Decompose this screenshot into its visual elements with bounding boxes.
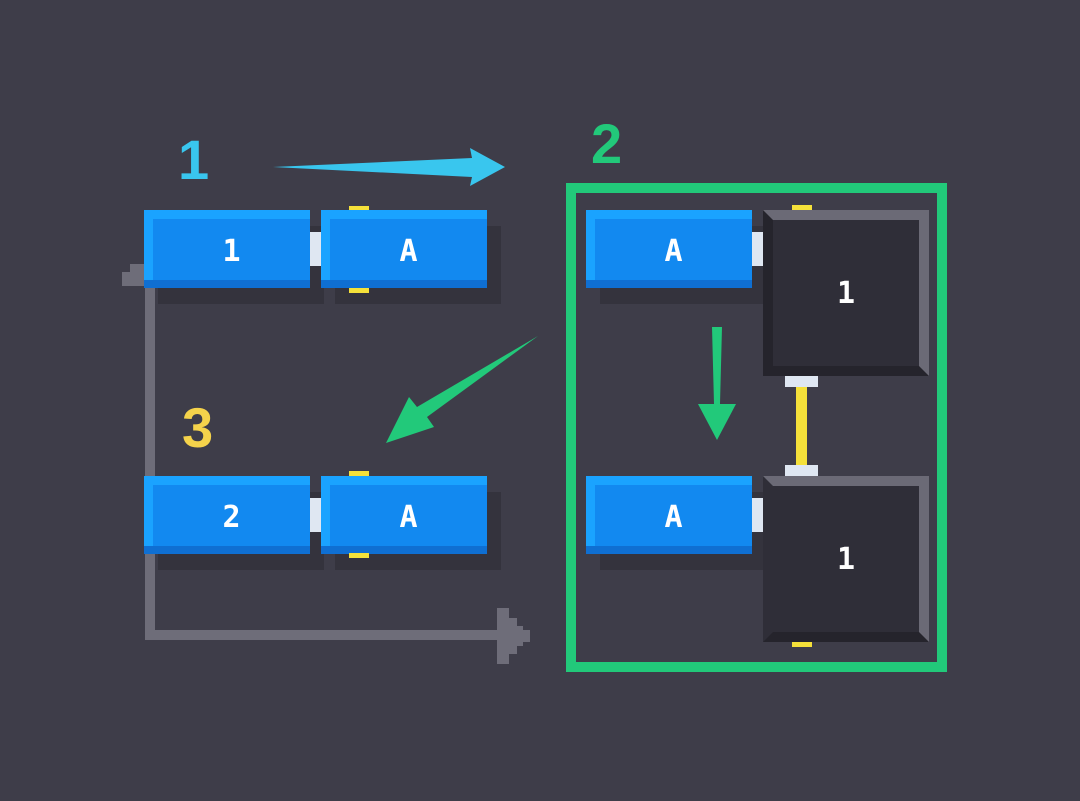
link-bar xyxy=(796,387,807,465)
block-letter-a-bottom: A xyxy=(586,476,752,554)
step-3-label: 3 xyxy=(182,396,214,459)
pin-bottom xyxy=(349,553,369,558)
block-label: A xyxy=(399,500,418,535)
arrow-down-left-icon xyxy=(386,336,538,443)
pipe-arrow-icon xyxy=(497,608,530,664)
block-letter-a-top: A xyxy=(586,210,752,288)
block-connector xyxy=(752,232,763,266)
block-label: 2 xyxy=(222,500,241,535)
block-label: A xyxy=(399,234,418,269)
block-letter-a: A xyxy=(321,476,487,554)
block-label: A xyxy=(664,234,683,269)
step-2-label: 2 xyxy=(591,112,623,175)
block-label: A xyxy=(664,500,683,535)
block-connector xyxy=(310,232,321,266)
dark-box-top: 1 xyxy=(763,210,929,376)
pin-top xyxy=(349,471,369,476)
pin-top xyxy=(349,206,369,211)
block-number-1: 1 xyxy=(144,210,310,288)
block-connector xyxy=(752,498,763,532)
pin-top xyxy=(792,205,812,210)
box-label: 1 xyxy=(836,541,856,577)
step-2-frame xyxy=(566,183,947,672)
dark-box-bottom: 1 xyxy=(763,476,929,642)
arrow-right-icon xyxy=(273,148,505,186)
link-cap-top xyxy=(785,376,818,387)
block-letter-a: A xyxy=(321,210,487,288)
block-number-2: 2 xyxy=(144,476,310,554)
arrow-down-icon xyxy=(698,327,736,440)
link-cap-bottom xyxy=(785,465,818,476)
block-label: 1 xyxy=(222,234,241,269)
step-1-label: 1 xyxy=(178,128,210,191)
block-connector xyxy=(310,498,321,532)
pin-bottom xyxy=(349,288,369,293)
pin-bottom xyxy=(792,642,812,647)
box-label: 1 xyxy=(836,275,856,311)
